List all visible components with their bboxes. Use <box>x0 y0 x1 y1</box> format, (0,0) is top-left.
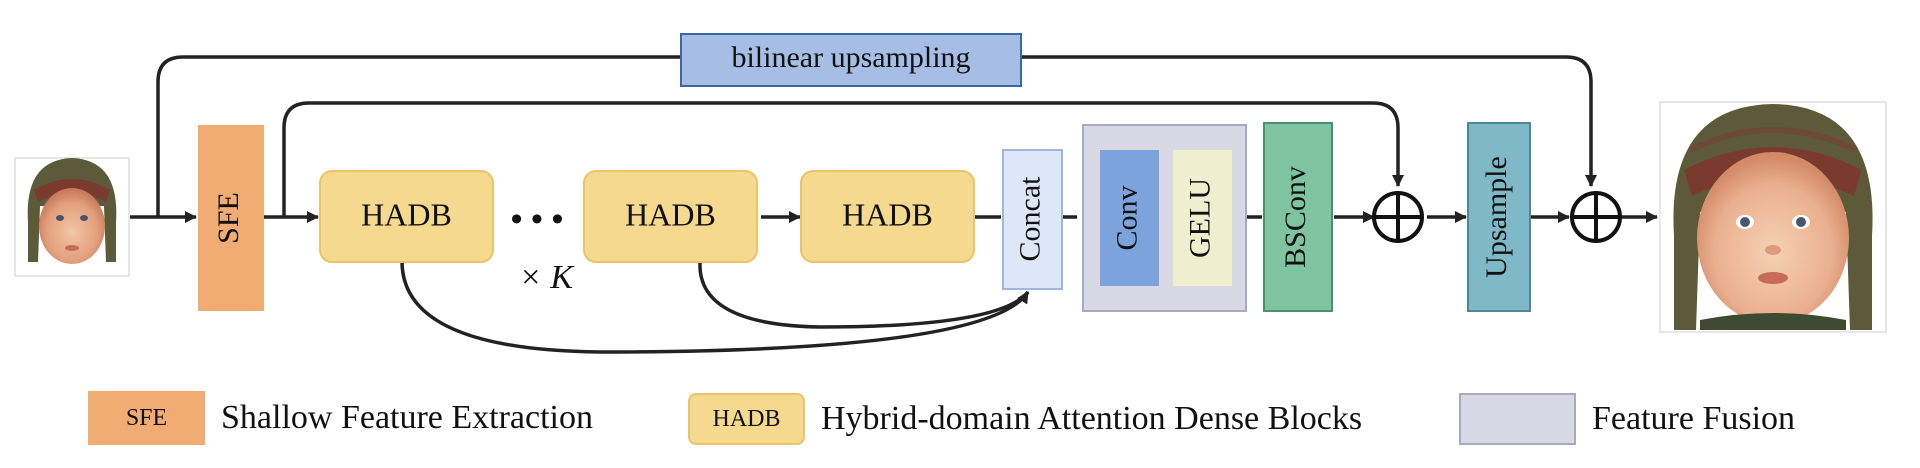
legend-text-sfe: Shallow Feature Extraction <box>221 399 594 436</box>
legend-text-feature-fusion: Feature Fusion <box>1592 400 1796 437</box>
bilinear-upsampling-block: bilinear upsampling <box>680 33 1022 87</box>
add-node-2 <box>1570 191 1622 243</box>
bsconv-block: BSConv <box>1263 122 1333 312</box>
concat-block: Concat <box>1002 149 1063 290</box>
conv-label: Conv <box>1110 185 1143 250</box>
ellipsis: • • • <box>511 201 564 238</box>
hadb-block-1: HADB <box>319 170 494 263</box>
gelu-label: GELU <box>1183 178 1216 258</box>
feature-fusion-block: Conv GELU <box>1082 124 1247 312</box>
legend-swatch-feature-fusion <box>1459 393 1576 445</box>
upsample-block: Upsample <box>1467 122 1531 312</box>
bsconv-label: BSConv <box>1279 166 1312 268</box>
hadb-label-3: HADB <box>842 196 933 232</box>
legend-swatch-sfe: SFE <box>88 391 205 445</box>
connection-lines <box>130 55 1658 354</box>
hadb-block-2: HADB <box>583 170 758 263</box>
hadb-label-2: HADB <box>625 196 716 232</box>
input-image <box>14 157 130 277</box>
sfe-block: SFE <box>198 125 264 311</box>
legend-item-sfe: SFE Shallow Feature Extraction <box>88 391 593 445</box>
repeat-k-label: × K <box>519 259 575 296</box>
bilinear-upsampling-label: bilinear upsampling <box>731 41 970 74</box>
hadb-block-3: HADB <box>800 170 975 263</box>
add-node-1 <box>1372 191 1424 243</box>
output-image <box>1659 101 1887 333</box>
legend-swatch-hadb: HADB <box>688 393 805 445</box>
legend-item-feature-fusion: Feature Fusion <box>1459 393 1795 445</box>
concat-label: Concat <box>1013 176 1046 262</box>
hadb-label-1: HADB <box>361 196 452 232</box>
legend-text-hadb: Hybrid-domain Attention Dense Blocks <box>821 400 1363 437</box>
sfe-label: SFE <box>212 192 245 244</box>
legend-item-hadb: HADB Hybrid-domain Attention Dense Block… <box>688 393 1362 445</box>
upsample-label: Upsample <box>1480 156 1513 278</box>
